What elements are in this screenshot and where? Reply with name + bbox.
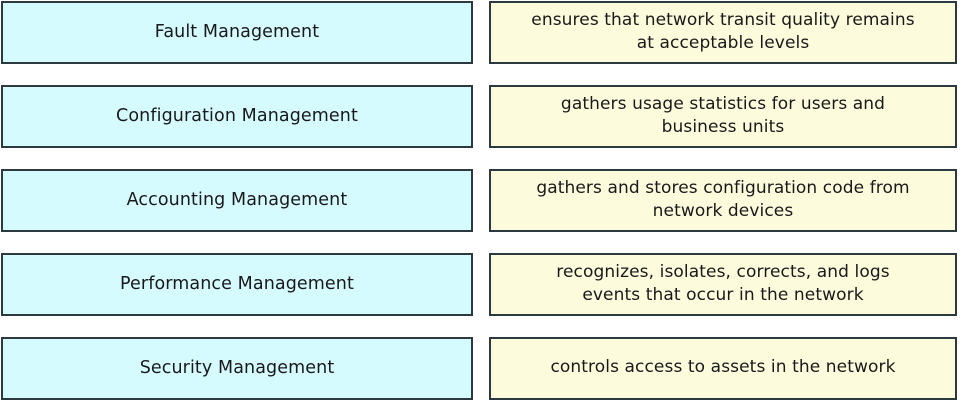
matching-row: Configuration Management gathers usage s… xyxy=(0,85,963,149)
term-label: Security Management xyxy=(139,358,335,378)
matching-row: Accounting Management gathers and stores… xyxy=(0,169,963,233)
term-label: Fault Management xyxy=(154,22,320,42)
definition-box-3[interactable]: gathers and stores configuration code fr… xyxy=(489,169,957,232)
term-label: Accounting Management xyxy=(126,190,348,210)
definition-label: controls access to assets in the network xyxy=(550,357,896,377)
matching-row: Security Management controls access to a… xyxy=(0,337,963,401)
term-label: Configuration Management xyxy=(116,106,358,126)
matching-row: Performance Management recognizes, isola… xyxy=(0,253,963,317)
term-box-accounting-management[interactable]: Accounting Management xyxy=(1,169,473,232)
definition-label: gathers and stores configuration code fr… xyxy=(536,177,910,221)
term-box-fault-management[interactable]: Fault Management xyxy=(1,1,473,64)
definition-box-5[interactable]: controls access to assets in the network xyxy=(489,337,957,400)
definition-box-4[interactable]: recognizes, isolates, corrects, and logs… xyxy=(489,253,957,316)
definition-box-1[interactable]: ensures that network transit quality rem… xyxy=(489,1,957,64)
matching-row: Fault Management ensures that network tr… xyxy=(0,1,963,65)
definition-label: gathers usage statistics for users and b… xyxy=(560,93,886,137)
term-box-security-management[interactable]: Security Management xyxy=(1,337,473,400)
definition-label: ensures that network transit quality rem… xyxy=(531,9,915,53)
definition-label: recognizes, isolates, corrects, and logs… xyxy=(556,261,890,305)
term-label: Performance Management xyxy=(120,274,354,294)
term-box-configuration-management[interactable]: Configuration Management xyxy=(1,85,473,148)
definition-box-2[interactable]: gathers usage statistics for users and b… xyxy=(489,85,957,148)
term-box-performance-management[interactable]: Performance Management xyxy=(1,253,473,316)
